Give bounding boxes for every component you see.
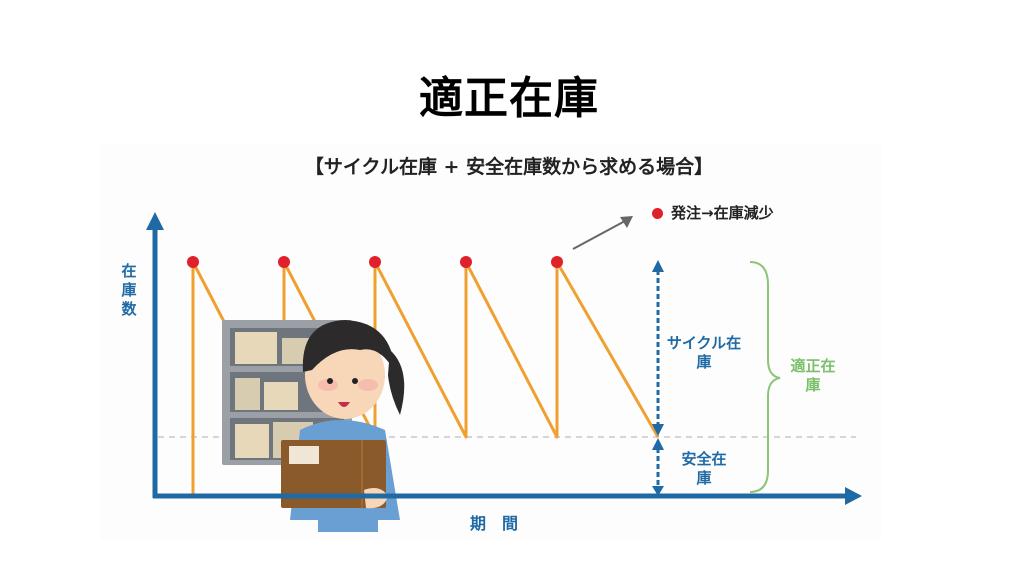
order-points bbox=[187, 256, 563, 268]
proper-stock-label: 適正在庫 bbox=[790, 357, 836, 394]
y-axis-arrow-icon bbox=[146, 212, 164, 230]
cycle-stock-label: サイクル在庫 bbox=[666, 334, 742, 371]
legend-label: 発注→在庫減少 bbox=[671, 204, 774, 222]
x-axis-label: 期間 bbox=[470, 514, 535, 533]
legend: 発注→在庫減少 bbox=[652, 204, 774, 223]
worker-illustration bbox=[222, 320, 405, 532]
safety-stock-label: 安全在庫 bbox=[681, 450, 727, 487]
diagram-subtitle: 【サイクル在庫 + 安全在庫数から求める場合】 bbox=[304, 156, 714, 178]
x-axis-arrow-icon bbox=[845, 487, 862, 505]
y-axis-label: 在庫数 bbox=[121, 262, 137, 318]
proper-stock-brace bbox=[749, 261, 781, 493]
page-title: 適正在庫 bbox=[419, 73, 599, 124]
order-point-icon bbox=[652, 207, 663, 219]
legend-pointer-arrow bbox=[572, 220, 626, 250]
arrowhead-icon bbox=[620, 216, 633, 228]
